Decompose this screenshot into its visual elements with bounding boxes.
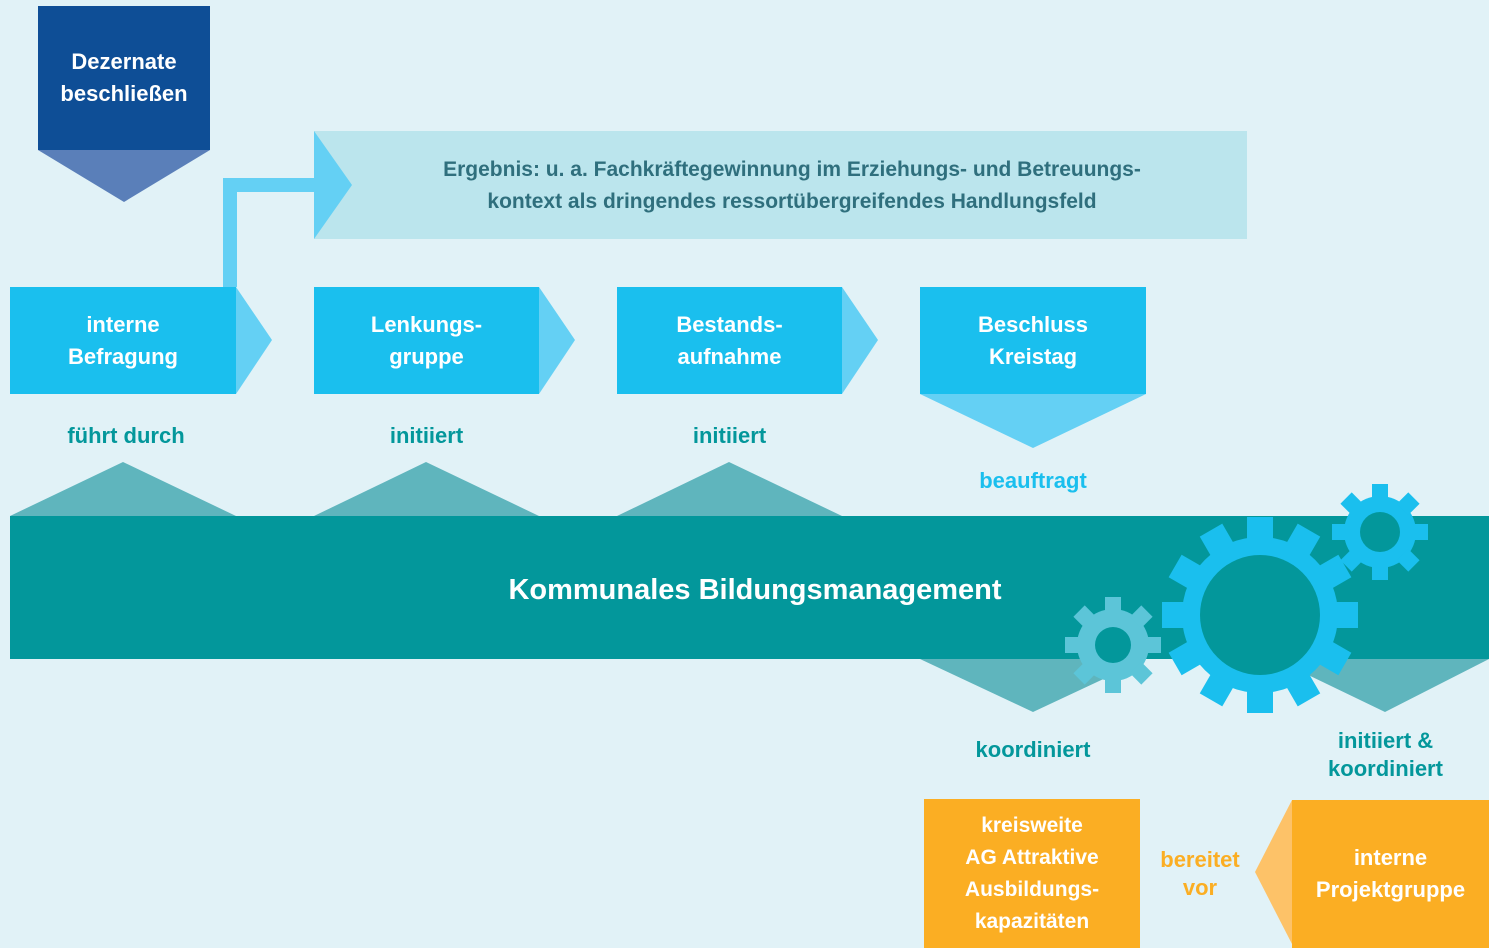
ag-box: kreisweite AG Attraktive Ausbildungs- ka… xyxy=(924,799,1140,948)
action-label-1: führt durch xyxy=(67,423,185,448)
step-box-3: Bestands- aufnahme xyxy=(617,287,842,394)
band-up-arrow-3 xyxy=(617,462,842,516)
action-label-2: initiiert xyxy=(389,423,464,448)
project-group-arrow xyxy=(1255,800,1292,944)
gear-icon-large xyxy=(1162,517,1358,713)
top-box-chevron xyxy=(38,150,210,202)
result-box-bg xyxy=(314,131,1247,239)
initiiert-koordiniert-label: initiiert & koordiniert xyxy=(1328,728,1443,781)
dezernate-box: Dezernate beschließen xyxy=(38,6,210,150)
band-up-arrow-2 xyxy=(314,462,539,516)
step-box-1: interne Befragung xyxy=(10,287,236,394)
step-label: Lenkungs- gruppe xyxy=(370,311,483,369)
band-up-arrow-1 xyxy=(10,462,236,516)
project-group-label: interne Projektgruppe xyxy=(1315,845,1466,902)
step-label: Beschluss Kreistag xyxy=(977,311,1089,369)
step-box-2: Lenkungs- gruppe xyxy=(314,287,539,394)
step-arrow-1 xyxy=(236,287,272,394)
koordiniert-label: koordiniert xyxy=(975,737,1091,762)
step-arrow-2 xyxy=(539,287,575,394)
band-label: Kommunales Bildungsmanagement xyxy=(508,574,1002,606)
gear-icon-small-top xyxy=(1332,484,1428,580)
step-label: interne Befragung xyxy=(68,311,178,369)
ag-label: kreisweite AG Attraktive Ausbildungs- ka… xyxy=(964,813,1100,933)
result-arrow-icon xyxy=(314,131,352,239)
project-group-box: interne Projektgruppe xyxy=(1292,800,1489,948)
dezernate-label: Dezernate beschließen xyxy=(60,49,188,106)
band-down-arrow-2 xyxy=(1275,659,1489,712)
connector-line xyxy=(223,178,330,287)
result-text: Ergebnis: u. a. Fachkräftegewinnung im E… xyxy=(443,158,1141,213)
step-label: Bestands- aufnahme xyxy=(676,311,783,369)
step-arrow-3 xyxy=(842,287,878,394)
step-box-4: Beschluss Kreistag xyxy=(920,287,1146,394)
action-label-3: initiiert xyxy=(692,423,767,448)
action-label-4: beauftragt xyxy=(979,468,1087,493)
prepares-label: bereitet vor xyxy=(1160,847,1240,900)
step-arrow-4-down xyxy=(920,394,1146,448)
